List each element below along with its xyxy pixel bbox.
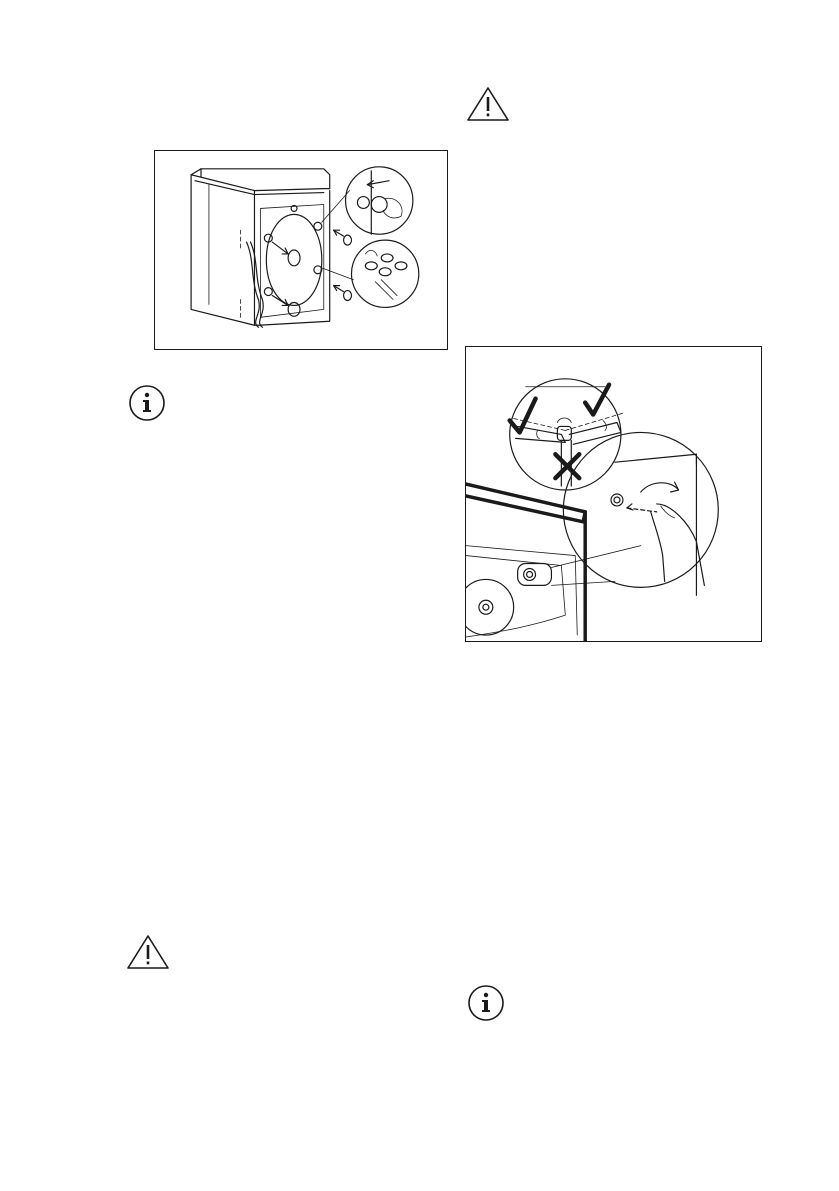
info-circle-icon: [467, 984, 505, 1022]
info-circle-icon: [128, 384, 166, 422]
figure-remove-transit-bolts: [154, 150, 448, 350]
warning-triangle-icon: [126, 934, 170, 970]
figure-inlet-hose-connection: [465, 346, 762, 642]
warning-triangle-icon: [466, 86, 510, 122]
